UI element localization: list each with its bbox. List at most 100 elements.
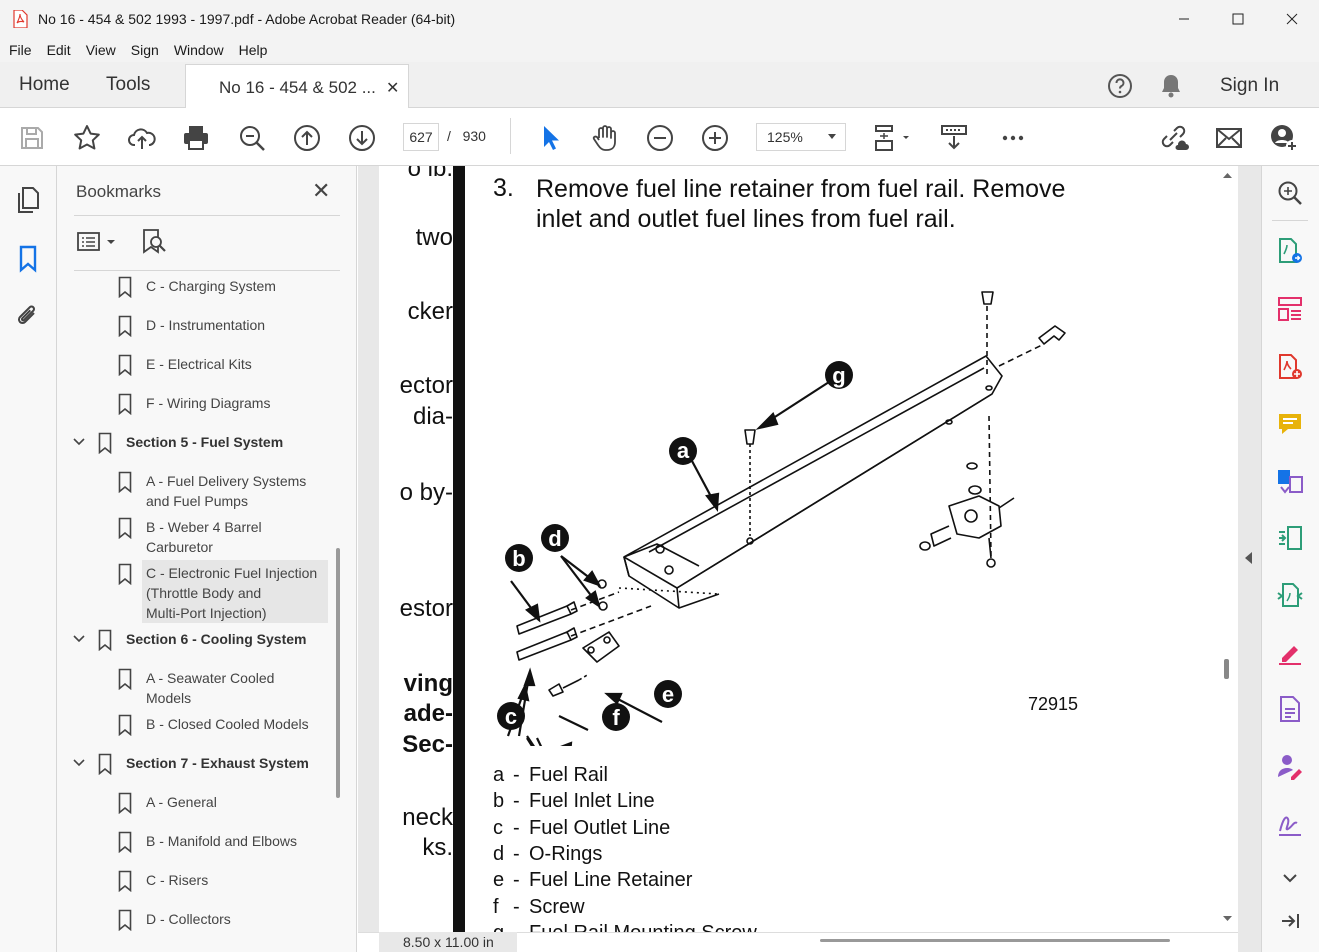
bookmark-icon — [118, 276, 132, 298]
chevron-down-icon[interactable] — [72, 756, 86, 770]
next-page-button[interactable] — [346, 122, 378, 154]
organize-pages-button[interactable] — [1275, 294, 1305, 324]
current-page-input[interactable]: 627 — [403, 123, 439, 151]
menu-sign[interactable]: Sign — [130, 42, 159, 58]
vertical-scroll-thumb[interactable] — [1224, 659, 1229, 679]
menu-help[interactable]: Help — [238, 42, 268, 58]
save-button[interactable] — [16, 122, 48, 154]
request-signature-button[interactable] — [1275, 580, 1305, 610]
horizontal-scrollbar[interactable] — [358, 932, 1238, 952]
bookmark-label-line: Carburetor — [146, 539, 213, 555]
page-text-fragment: cker — [407, 298, 453, 325]
page-margin-bar — [453, 166, 465, 932]
create-pdf-button[interactable] — [1275, 352, 1305, 382]
upload-cloud-button[interactable] — [126, 122, 158, 154]
legend-dash: - — [513, 843, 520, 865]
callout-f — [602, 703, 630, 731]
bookmark-label: F - Wiring Diagrams — [146, 395, 271, 411]
email-button[interactable] — [1213, 122, 1245, 154]
select-tool-button[interactable] — [534, 122, 566, 154]
chevron-down-icon — [1283, 874, 1297, 883]
bookmark-star-button[interactable] — [71, 122, 103, 154]
right-tools-rail — [1261, 166, 1319, 952]
menu-bar: File Edit View Sign Window Help — [0, 38, 1319, 62]
previous-page-button[interactable] — [291, 122, 323, 154]
print-button[interactable] — [180, 122, 212, 154]
menu-view[interactable]: View — [85, 42, 116, 58]
bookmarks-panel-button[interactable] — [14, 245, 42, 273]
menu-window[interactable]: Window — [173, 42, 224, 58]
page-fit-button[interactable] — [868, 122, 916, 154]
legend-dash: - — [513, 896, 520, 918]
chevron-down-icon[interactable] — [72, 435, 86, 449]
close-window-button[interactable] — [1265, 0, 1319, 38]
bookmark-icon — [118, 831, 132, 853]
page-thumbnails-button[interactable] — [14, 186, 42, 214]
scroll-up-icon[interactable] — [1223, 172, 1232, 178]
close-tab-button[interactable]: ✕ — [386, 80, 400, 97]
bookmark-options-icon[interactable] — [77, 231, 123, 253]
legend-item: f-Screw — [493, 896, 585, 919]
page-text-fragment: ks. — [422, 834, 453, 861]
search-tool-button[interactable] — [1275, 178, 1305, 208]
create-pdf-icon — [1279, 354, 1302, 379]
sign-button[interactable] — [1275, 808, 1305, 838]
legend-text: Fuel Line Retainer — [529, 869, 693, 891]
tab-home[interactable]: Home — [19, 74, 70, 95]
minimize-button[interactable] — [1157, 0, 1211, 38]
find-bookmark-icon[interactable] — [141, 228, 167, 256]
notifications-bell-icon[interactable] — [1158, 72, 1184, 100]
zoom-level-select[interactable]: 125% — [756, 123, 846, 151]
bookmark-label-line: A - Fuel Delivery Systems — [146, 473, 307, 489]
scroll-mode-button[interactable] — [938, 122, 970, 154]
page-text-fragment: o by- — [399, 479, 453, 506]
document-properties-button[interactable] — [1275, 694, 1305, 724]
legend-item: e-Fuel Line Retainer — [493, 869, 692, 892]
menu-edit[interactable]: Edit — [46, 42, 71, 58]
collapse-tools-pane-button[interactable] — [1275, 906, 1305, 936]
compress-pdf-button[interactable] — [1275, 466, 1305, 496]
menu-file[interactable]: File — [9, 42, 32, 58]
export-pdf-button[interactable] — [1275, 236, 1305, 266]
close-icon — [1286, 13, 1298, 25]
sign-in-button[interactable]: Sign In — [1220, 75, 1280, 96]
bookmark-icon — [118, 393, 132, 415]
edit-pdf-button[interactable] — [1275, 523, 1305, 553]
zoom-out-button[interactable] — [644, 122, 676, 154]
hand-tool-button[interactable] — [589, 122, 621, 154]
document-view[interactable]: o lb. two cker ector dia- o by- estor vi… — [358, 166, 1261, 952]
star-icon — [74, 125, 100, 150]
save-icon — [21, 127, 43, 149]
add-user-button[interactable] — [1268, 122, 1300, 154]
maximize-button[interactable] — [1211, 0, 1265, 38]
share-link-button[interactable] — [1158, 122, 1190, 154]
scroll-down-icon[interactable] — [1223, 916, 1232, 922]
zoom-out-search-button[interactable] — [236, 122, 268, 154]
divider — [1272, 220, 1308, 221]
callout-c-text: c — [505, 704, 517, 729]
bookmarks-scrollbar[interactable] — [336, 548, 340, 798]
legend-dash: - — [513, 869, 520, 891]
callout-labels: g a d b c e f — [497, 361, 853, 731]
tab-document[interactable]: No 16 - 454 & 502 ... ✕ — [185, 64, 409, 109]
zoom-in-button[interactable] — [699, 122, 731, 154]
protect-button[interactable] — [1275, 751, 1305, 781]
figure-number: 72915 — [1028, 694, 1079, 714]
link-cloud-icon — [1161, 125, 1189, 150]
collapse-right-panel-button[interactable] — [1245, 552, 1252, 564]
more-tools-expand-button[interactable] — [1275, 863, 1305, 893]
user-edit-icon — [1278, 755, 1302, 780]
more-tools-button[interactable] — [997, 122, 1029, 154]
help-icon[interactable] — [1106, 72, 1134, 100]
chevron-down-icon[interactable] — [72, 632, 86, 646]
horizontal-scroll-thumb[interactable] — [820, 939, 1170, 942]
fill-sign-button[interactable] — [1275, 637, 1305, 667]
tab-tools[interactable]: Tools — [106, 74, 151, 95]
comment-button[interactable] — [1275, 409, 1305, 439]
vertical-scrollbar[interactable] — [1217, 166, 1238, 932]
attachments-button[interactable] — [14, 302, 42, 330]
close-panel-button[interactable]: ✕ — [312, 178, 331, 203]
hand-icon — [592, 125, 616, 151]
bookmark-icon — [118, 668, 132, 690]
